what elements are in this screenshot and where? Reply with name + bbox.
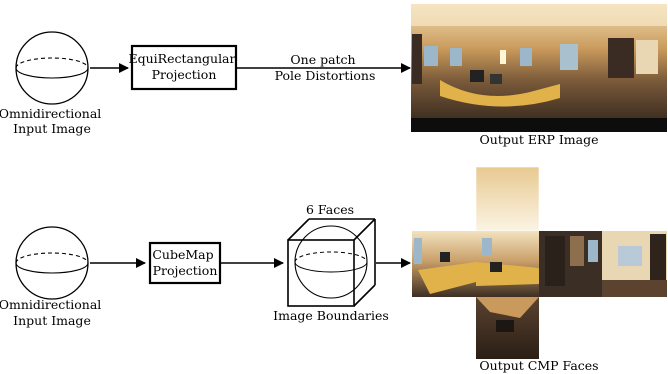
cmp-projection-box: CubeMap Projection [148, 241, 222, 285]
bottom-input-label: Omnidirectional Input Image [0, 297, 105, 328]
cmp-output-label: Output CMP Faces [479, 358, 598, 373]
cmp-face-bottom [476, 297, 539, 359]
cube-boundaries-label: Image Boundaries [273, 308, 389, 323]
cube-faces-label: 6 Faces [306, 202, 354, 217]
bottom-sphere-icon [15, 226, 89, 300]
erp-projection-box: EquiRectangular Projection [129, 44, 240, 91]
cmp-face-right [539, 231, 602, 297]
bottom-row: Omnidirectional Input Image CubeMap Proj… [0, 166, 667, 373]
top-input-label: Omnidirectional Input Image [0, 106, 105, 136]
cmp-face-top [475, 166, 540, 232]
top-row: Omnidirectional Input Image EquiRectangu… [0, 4, 667, 147]
cmp-face-front [476, 231, 539, 297]
cmp-projection-label: CubeMap Projection [152, 247, 217, 278]
cube-sphere-icon [287, 218, 376, 307]
cmp-face-left [412, 231, 476, 297]
erp-projection-label: EquiRectangular Projection [129, 51, 240, 82]
erp-output-image [411, 4, 667, 132]
cmp-face-back [602, 231, 667, 297]
cmp-output-faces [412, 166, 667, 359]
top-sphere-icon [15, 31, 89, 105]
erp-output-label: Output ERP Image [480, 132, 599, 147]
erp-arrow-note: One patch Pole Distortions [275, 52, 376, 83]
